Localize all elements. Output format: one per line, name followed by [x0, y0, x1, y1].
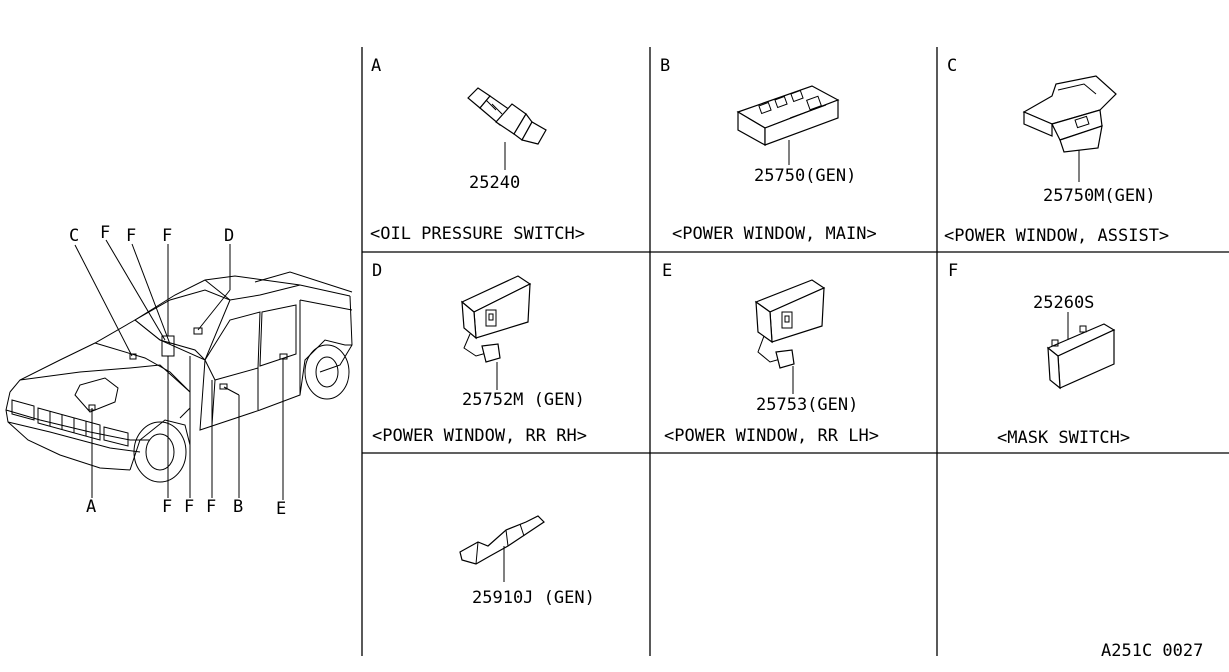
panel-f-letter: F	[948, 261, 958, 281]
panel-grid	[361, 47, 1229, 656]
panel-f-caption: <MASK SWITCH>	[997, 428, 1130, 448]
callout-bottom-e: E	[276, 499, 286, 519]
panel-c-part-number: 25750M(GEN)	[1043, 186, 1156, 206]
panel-c: C 25750M(GEN) <POWER WINDOW, ASSIST>	[944, 56, 1169, 246]
callout-bottom-f1: F	[162, 497, 172, 517]
figure-code: A251C 0027	[1101, 641, 1203, 661]
panel-g-part-number: 25910J (GEN)	[472, 588, 595, 608]
panel-b-letter: B	[660, 56, 670, 76]
panel-d-caption: <POWER WINDOW, RR RH>	[372, 426, 587, 446]
power-window-rr-lh-switch-icon	[754, 279, 826, 369]
panel-e: E 25753(GEN) <POWER WINDOW, RR LH>	[662, 261, 879, 446]
panel-f: F 25260S <MASK SWITCH>	[948, 261, 1130, 448]
callout-bottom-b: B	[233, 497, 243, 517]
callout-bottom-f3: F	[206, 497, 216, 517]
power-window-assist-switch-icon	[1022, 75, 1117, 153]
panel-d-part-number: 25752M (GEN)	[462, 390, 585, 410]
panel-d: D 25752M (GEN) <POWER WINDOW, RR RH>	[372, 261, 587, 446]
panel-a-letter: A	[371, 56, 381, 76]
truck-illustration	[5, 271, 353, 483]
panel-b-caption: <POWER WINDOW, MAIN>	[672, 224, 877, 244]
callout-top-f3: F	[162, 226, 172, 246]
mask-switch-icon	[1046, 323, 1116, 390]
panel-e-letter: E	[662, 261, 672, 281]
vehicle-overview: C F F F D A F F F B E	[5, 223, 353, 519]
callout-top-f2: F	[126, 226, 136, 246]
panel-g: 25910J (GEN)	[459, 515, 595, 608]
panel-b: B 25750(GEN) <POWER WINDOW, MAIN>	[660, 56, 877, 244]
vehicle-callouts: C F F F D A F F F B E	[69, 223, 286, 519]
panel-e-caption: <POWER WINDOW, RR LH>	[664, 426, 879, 446]
panel-a-caption: <OIL PRESSURE SWITCH>	[370, 224, 585, 244]
power-window-rr-rh-switch-icon	[460, 275, 532, 363]
callout-top-f1: F	[100, 223, 110, 243]
vehicle-leader-lines	[74, 239, 284, 500]
panel-f-part-number: 25260S	[1033, 293, 1094, 313]
callout-bottom-f2: F	[184, 497, 194, 517]
callout-top-c: C	[69, 226, 79, 246]
panel-b-part-number: 25750(GEN)	[754, 166, 856, 186]
power-window-main-switch-icon	[736, 85, 840, 147]
panel-c-caption: <POWER WINDOW, ASSIST>	[944, 226, 1169, 246]
panel-a-part-number: 25240	[469, 173, 520, 193]
oil-pressure-switch-icon	[467, 87, 547, 145]
panel-a: A 25240 <OIL PRESSURE SWITCH>	[370, 56, 585, 244]
panel-c-letter: C	[947, 56, 957, 76]
callout-bottom-a: A	[86, 497, 96, 517]
panel-e-part-number: 25753(GEN)	[756, 395, 858, 415]
panel-d-letter: D	[372, 261, 382, 281]
callout-top-d: D	[224, 226, 234, 246]
connector-bracket-icon	[459, 515, 545, 565]
